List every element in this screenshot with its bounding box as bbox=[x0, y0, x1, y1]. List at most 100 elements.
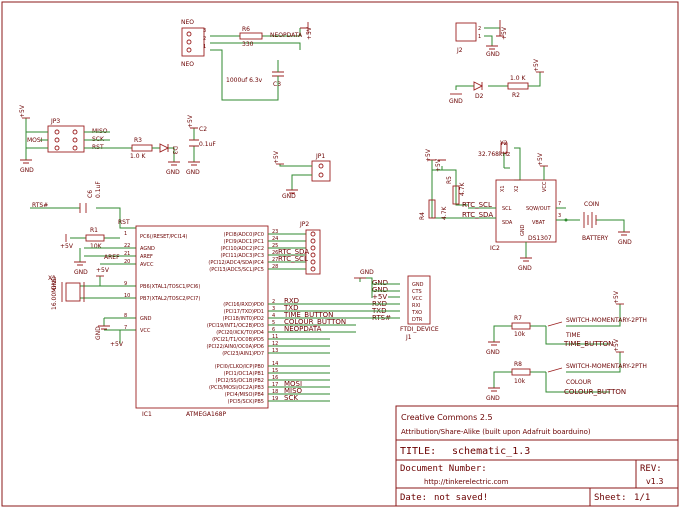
ic1-right-pin-num: 3 bbox=[272, 306, 275, 312]
jp3-icsp: JP3 MOSI MISO SCK RST +5V GND bbox=[19, 104, 132, 174]
r7-net: TIME_BUTTON bbox=[563, 340, 613, 348]
j2-vcc: +5V bbox=[501, 26, 508, 40]
r4-vcc: +5V bbox=[425, 148, 432, 162]
y2-crystal: Y2 32.768kHz bbox=[478, 140, 521, 181]
pullup-resistors: R4 4.7K R5 4.7K +5V +5V bbox=[419, 148, 468, 220]
ic1-right-pin-name: (PCI9/ADC1)PC1 bbox=[224, 239, 264, 245]
ic1-left-pin-name: AREF bbox=[140, 254, 153, 260]
ic1-right-pin-num: 28 bbox=[272, 264, 278, 270]
ic2-pin-vbat: VBAT bbox=[532, 220, 546, 226]
ic1-left-pin-num: 22 bbox=[124, 243, 130, 249]
ic1-pin-net: RTC_SCL bbox=[278, 255, 308, 263]
ic1-right-pin-num: 12 bbox=[272, 341, 278, 347]
r1-net: RST bbox=[118, 219, 130, 226]
ic1-left-pin-num: 10 bbox=[124, 293, 130, 299]
j1-gnd-sym: GND bbox=[360, 269, 374, 276]
neo-pin-1: 1 bbox=[203, 44, 206, 50]
neo-vcc-label: +5V bbox=[306, 26, 313, 40]
ic1-left-pin-num: 21 bbox=[124, 251, 130, 257]
ic2-value: DS1307 bbox=[528, 235, 552, 242]
ic1-left-pin-name: VCC bbox=[140, 328, 151, 334]
ic1-right-pin-num: 13 bbox=[272, 348, 278, 354]
title-attribution: Attribution/Share-Alike (built upon Adaf… bbox=[401, 428, 591, 436]
j1-pin: CTS bbox=[412, 289, 422, 295]
ic1-pin-net: TIME_BUTTON bbox=[283, 311, 333, 319]
jp3-vcc: +5V bbox=[19, 104, 26, 118]
ic1-right-pin-name: (PCI10/ADC2)PC2 bbox=[220, 246, 264, 252]
d3-gnd: GND bbox=[166, 169, 180, 176]
ic1-right-pin-name: (PCI21/T1/OC0B)PD5 bbox=[212, 337, 264, 343]
r6-net: NEOPDATA bbox=[270, 32, 303, 39]
y2-ref: Y2 bbox=[499, 140, 508, 147]
r5-value: 4.7K bbox=[459, 181, 466, 196]
ic2-ds1307: X1 X2 VCC SCL SDA SQW/OUT VBAT GND DS130… bbox=[454, 152, 625, 272]
title-block: Creative Commons 2.5 Attribution/Share-A… bbox=[395, 405, 679, 507]
ic1-right-pin-num: 24 bbox=[272, 236, 278, 242]
r6-resistor bbox=[239, 32, 263, 40]
r5-ref: R5 bbox=[446, 176, 453, 184]
ic1-right-pin-name: (PCI19/INT1/OC2B)PD3 bbox=[207, 323, 264, 329]
reset-circuit: RTS# C6 0.1uF RST R1 10K +5V GND AREF bbox=[30, 181, 136, 276]
r7-vcc: +5V bbox=[613, 290, 620, 304]
title-license: Creative Commons 2.5 bbox=[401, 413, 493, 422]
ic2-pin-gnd: GND bbox=[520, 224, 526, 236]
c2-vcc: +5V bbox=[187, 114, 194, 128]
ic1-right-pin-name: (PCI5/SCK)PB5 bbox=[228, 399, 264, 405]
c6-value: 0.1uF bbox=[95, 181, 102, 198]
r1-value: 10K bbox=[90, 243, 103, 250]
ic1-right-pin-num: 23 bbox=[272, 229, 278, 235]
ic1-right-pin-name: (PCI11/ADC3)PC3 bbox=[220, 253, 264, 259]
ic1-right-pin-num: 17 bbox=[272, 382, 278, 388]
ic1-right-pin-name: (PCI0/CLKO/ICP)PB0 bbox=[215, 364, 264, 370]
neo-value: NEO bbox=[181, 61, 194, 68]
j1-ref: J1 bbox=[405, 334, 412, 341]
sheet-value: 1/1 bbox=[634, 493, 650, 503]
ic1-pin-net: MOSI bbox=[284, 380, 302, 388]
y2-value: 32.768kHz bbox=[478, 151, 510, 158]
ic1-gnd-sym: GND bbox=[95, 326, 102, 340]
j1-value: FTDI_DEVICE bbox=[400, 326, 439, 333]
neo-vcc: +5V bbox=[300, 22, 313, 40]
ic2-ref: IC2 bbox=[490, 245, 500, 252]
ic1-right-pin-num: 14 bbox=[272, 361, 278, 367]
ic1-right-pin-name: (PCI17/TXD)PD1 bbox=[224, 309, 264, 315]
ic1-pin-net: RTC_SDA bbox=[278, 248, 309, 256]
ic1-left-pin-num: 20 bbox=[124, 259, 130, 265]
title-value: schematic_1.3 bbox=[452, 446, 530, 457]
ic1-right-pin-num: 11 bbox=[272, 334, 278, 340]
ic1-right-pin-name: (PCI1/OC1A)PB1 bbox=[224, 371, 264, 377]
d2-gnd: GND bbox=[449, 98, 463, 105]
ic1-pin-net: RXD bbox=[284, 297, 299, 305]
battery-ref: BATTERY bbox=[582, 235, 609, 242]
ic1-right-pin-num: 4 bbox=[272, 313, 275, 319]
r2-ref: R2 bbox=[512, 92, 520, 99]
d2-ref: D2 bbox=[475, 93, 484, 100]
j2-pin-1: 1 bbox=[478, 34, 481, 40]
x1-resonator: GND 16.00MHz X1 +5V bbox=[48, 267, 136, 310]
ic2-gnd: GND bbox=[518, 265, 532, 272]
ic1-ref: IC1 bbox=[142, 411, 152, 418]
ic1-right-pin-name: (PCI23/AIN1)PD7 bbox=[222, 351, 264, 357]
j2-connector: 2 1 J2 +5V GND bbox=[455, 20, 508, 58]
ic1-right-pin-num: 2 bbox=[272, 299, 275, 305]
j1-pin: RXI bbox=[412, 303, 420, 309]
jp3-ref: JP3 bbox=[50, 118, 60, 125]
jp1-vcc: +5V bbox=[273, 150, 280, 164]
j1-pin: DTR bbox=[412, 317, 423, 323]
c2-capacitor: +5V C2 0.1uF GND bbox=[186, 114, 216, 176]
ic1-right-pin-name: (PCI20/XCK/T0)PD4 bbox=[216, 330, 264, 336]
ic2-pin-sqw: SQW/OUT bbox=[526, 206, 551, 212]
ic1-left-pin-name: PC6(/RESET/PCI14) bbox=[140, 234, 187, 240]
colour-button: R8 10k SWITCH-MOMENTARY-2PTH COLOUR COLO… bbox=[486, 338, 647, 402]
agnd-gnd: GND bbox=[74, 269, 88, 276]
x1-vcc: +5V bbox=[96, 267, 110, 274]
j1-pin: TXO bbox=[411, 310, 422, 316]
ic1-right-pin-name: (PCI4/MISO)PB4 bbox=[225, 392, 264, 398]
ic1-vcc-sym: +5V bbox=[110, 341, 124, 348]
j1-net: GND bbox=[372, 286, 388, 294]
ic1-pin-net: COLOUR_BUTTON bbox=[284, 318, 346, 326]
docnum-label: Document Number: bbox=[400, 464, 487, 474]
ic1-right-pin-name: (PCI13/ADC5/SCL)PC5 bbox=[209, 267, 264, 273]
ic1-right-pin-num: 6 bbox=[272, 327, 275, 333]
